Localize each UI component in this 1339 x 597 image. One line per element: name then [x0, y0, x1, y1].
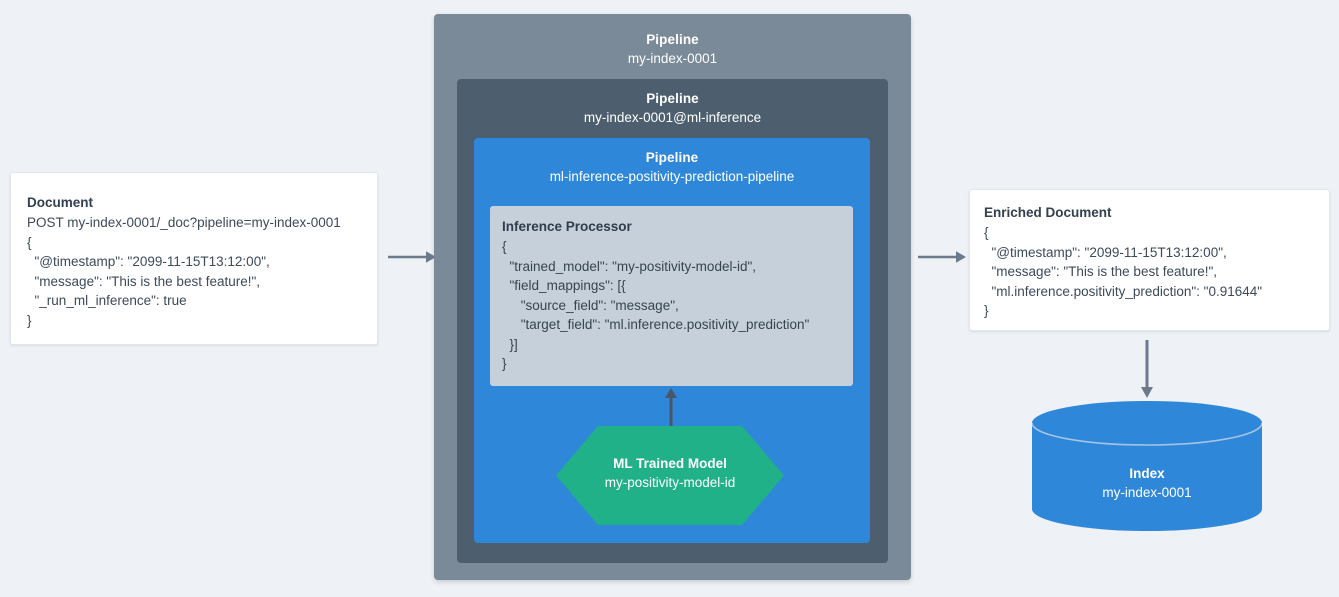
pipeline-inner-label: Pipeline: [645, 150, 699, 165]
hexagon-shape: [556, 426, 784, 525]
arrow-enriched-to-index: [1139, 340, 1155, 398]
inference-processor-line: "trained_model": "my-positivity-model-id…: [502, 258, 757, 274]
inference-processor-title: Inference Processor: [502, 219, 632, 234]
ml-trained-model-hexagon: ML Trained Model my-positivity-model-id: [556, 426, 784, 525]
pipeline-outer-name: my-index-0001: [627, 51, 718, 66]
inference-processor-line: "target_field": "ml.inference.positivity…: [502, 317, 810, 332]
arrow-right-icon: [918, 251, 966, 263]
document-card-line: POST my-index-0001/_doc?pipeline=my-inde…: [27, 215, 341, 230]
inference-processor-line: "field_mappings": [{: [502, 278, 626, 293]
document-card-line: "@timestamp": "2099-11-15T13:12:00",: [27, 254, 270, 269]
cylinder-shape: [1031, 401, 1263, 531]
pipeline-middle-header: Pipeline my-index-0001@ml-inference: [457, 90, 888, 127]
document-card-line: "message": "This is the best feature!",: [27, 273, 261, 289]
pipeline-outer-header: Pipeline my-index-0001: [434, 31, 911, 68]
pipeline-middle-name: my-index-0001@ml-inference: [583, 110, 762, 125]
enriched-document-line: "ml.inference.positivity_prediction": "0…: [984, 283, 1263, 299]
enriched-document-card: Enriched Document { "@timestamp": "2099-…: [969, 189, 1330, 331]
index-cylinder: Index my-index-0001: [1031, 401, 1263, 531]
arrow-pipeline-to-enriched: [918, 248, 966, 266]
enriched-document-title: Enriched Document: [984, 205, 1112, 220]
inference-processor-line: {: [502, 239, 507, 254]
arrow-up-icon: [665, 388, 677, 428]
document-card-line: }: [27, 312, 32, 328]
inference-processor-line: }: [502, 356, 507, 371]
inference-processor-line: "source_field": "message",: [502, 297, 679, 313]
arrow-right-icon: [388, 251, 436, 263]
pipeline-inner-name: ml-inference-positivity-prediction-pipel…: [549, 169, 795, 184]
pipeline-inner-header: Pipeline ml-inference-positivity-predict…: [474, 149, 870, 186]
enriched-document-line: "@timestamp": "2099-11-15T13:12:00",: [984, 244, 1227, 260]
pipeline-outer-label: Pipeline: [646, 32, 699, 47]
pipeline-middle-label: Pipeline: [646, 91, 699, 106]
document-card-line: "_run_ml_inference": true: [27, 293, 187, 308]
arrow-model-to-processor: [663, 388, 679, 428]
enriched-document-line: "message": "This is the best feature!",: [984, 264, 1218, 279]
enriched-document-line: {: [984, 225, 989, 240]
document-card-line: {: [27, 234, 32, 250]
enriched-document-line: }: [984, 303, 989, 318]
document-card-title: Document: [27, 195, 94, 210]
arrow-down-icon: [1141, 340, 1153, 398]
document-card: Document POST my-index-0001/_doc?pipelin…: [10, 172, 378, 345]
arrow-doc-to-pipeline: [388, 248, 436, 266]
inference-processor-box: Inference Processor { "trained_model": "…: [490, 206, 853, 386]
inference-processor-line: }]: [502, 336, 518, 352]
